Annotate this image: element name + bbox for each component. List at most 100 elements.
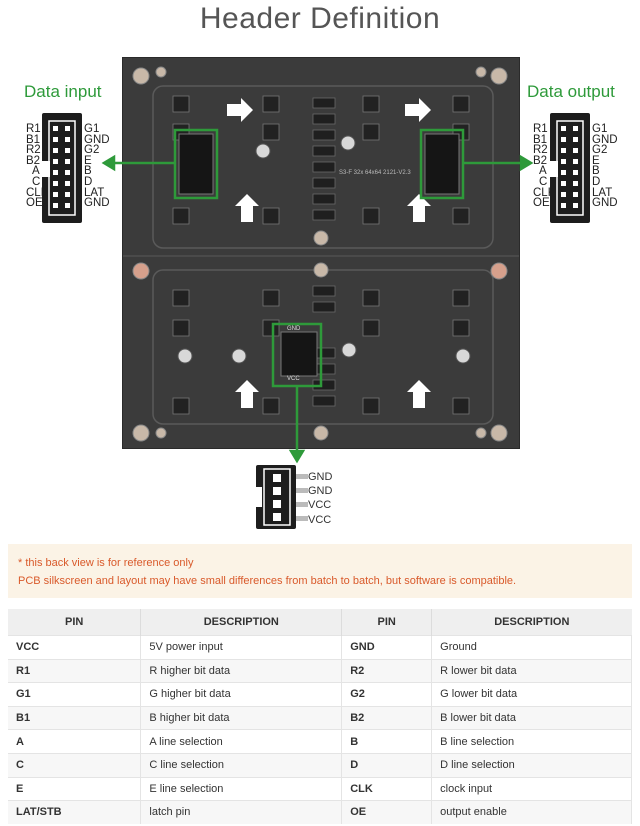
pin-label: E	[592, 154, 600, 167]
pin-cell: R2	[341, 658, 433, 683]
table-row: E E line selection CLK clock input	[8, 776, 632, 801]
column-header: DESCRIPTION	[140, 609, 343, 636]
table-row: B1 B higher bit data B2 B lower bit data	[8, 705, 632, 730]
pin-label: E	[84, 154, 92, 167]
table-row: A A line selection B B line selection	[8, 729, 632, 754]
pin-label: LAT	[592, 186, 613, 199]
data-input-label: Data input	[24, 82, 102, 101]
column-header: PIN	[8, 609, 142, 636]
board-power-label-top: GND	[287, 326, 301, 332]
pin-label: GND	[592, 197, 618, 210]
connector-pins-graphic	[42, 120, 76, 216]
data-output-right-pins: G1 GND G2 E B D LAT GND	[592, 123, 618, 210]
power-pin-leads	[296, 474, 308, 521]
table-header-row: PIN DESCRIPTION PIN DESCRIPTION	[8, 609, 632, 636]
power-pin-label: VCC	[308, 499, 332, 511]
table-row: R1 R higher bit data R2 R lower bit data	[8, 658, 632, 683]
pin-label: B2	[26, 154, 41, 167]
column-header: PIN	[341, 609, 433, 636]
pin-label: CLK	[26, 186, 49, 199]
pin-cell: VCC	[8, 635, 142, 660]
pin-label: R1	[26, 123, 41, 135]
pin-label: D	[592, 175, 601, 188]
power-connector-graphic	[256, 468, 291, 526]
pin-label: A	[32, 165, 40, 178]
pin-cell: A	[8, 729, 142, 754]
description-cell: 5V power input	[140, 635, 343, 660]
pin-label: GND	[84, 133, 110, 146]
pin-cell: LAT/STB	[8, 800, 142, 824]
pcb-silkscreen: S3-F 32x 64x64 2121-V2.3	[339, 170, 411, 176]
column-header: DESCRIPTION	[431, 609, 632, 636]
pin-cell: OE	[341, 800, 433, 824]
pin-label: R1	[533, 123, 548, 135]
power-connector	[256, 465, 296, 529]
data-output-left-pins: R1 B1 R2 B2 A C CLK OE	[533, 123, 556, 210]
pin-label: G2	[84, 144, 100, 157]
pin-label: GND	[592, 133, 618, 146]
power-pin-label: VCC	[308, 514, 332, 526]
pin-label: C	[539, 175, 548, 188]
pin-cell: D	[341, 752, 433, 778]
description-cell: B lower bit data	[431, 705, 632, 730]
description-cell: C line selection	[140, 752, 343, 778]
power-pin-label: GND	[308, 471, 333, 483]
pin-label: R2	[26, 144, 41, 157]
description-cell: G lower bit data	[431, 682, 632, 707]
description-cell: latch pin	[140, 800, 343, 824]
pin-cell: GND	[341, 635, 433, 660]
page-title: Header Definition	[199, 2, 441, 35]
table-row: G1 G higher bit data G2 G lower bit data	[8, 682, 632, 707]
pin-label: C	[32, 175, 41, 188]
description-cell: R lower bit data	[431, 658, 632, 683]
pin-label: R2	[533, 144, 548, 157]
pin-label: G1	[84, 123, 100, 135]
pin-cell: B1	[8, 705, 142, 730]
pin-cell: G1	[8, 682, 142, 707]
pcb-artwork	[123, 66, 519, 442]
pin-label: LAT	[84, 186, 105, 199]
pin-label: A	[539, 165, 547, 178]
pin-label: B1	[26, 133, 41, 146]
table-row: C C line selection D D line selection	[8, 752, 632, 778]
data-output-connector	[550, 113, 590, 223]
description-cell: B line selection	[431, 729, 632, 754]
led-panel-pcb: S3-F 32x 64x64 2121-V2.3 GND VCC	[122, 57, 520, 449]
description-cell: B higher bit data	[140, 705, 343, 730]
pin-label: GND	[84, 197, 110, 210]
data-input-connector	[42, 113, 82, 223]
pin-label: B2	[533, 154, 548, 167]
pin-label: CLK	[533, 186, 556, 199]
note-line-1: * this back view is for reference only	[18, 557, 194, 569]
pin-cell: B	[341, 729, 433, 754]
description-cell: A line selection	[140, 729, 343, 754]
description-cell: E line selection	[140, 776, 343, 801]
connector-pins-graphic	[550, 120, 584, 216]
pin-label: OE	[26, 197, 43, 210]
power-pin-label: GND	[308, 485, 333, 497]
data-input-right-pins: G1 GND G2 E B D LAT GND	[84, 123, 110, 210]
note-line-2: PCB silkscreen and layout may have small…	[18, 575, 517, 587]
data-output-label: Data output	[527, 82, 615, 101]
description-cell: R higher bit data	[140, 658, 343, 683]
description-cell: D line selection	[431, 752, 632, 778]
pin-cell: C	[8, 752, 142, 778]
table-row: VCC 5V power input GND Ground	[8, 635, 632, 660]
pin-cell: CLK	[341, 776, 433, 801]
pin-label: B	[84, 165, 92, 178]
pin-label: D	[84, 175, 93, 188]
description-cell: output enable	[431, 800, 632, 824]
data-input-left-pins: R1 B1 R2 B2 A C CLK OE	[26, 123, 49, 210]
pin-cell: R1	[8, 658, 142, 683]
reference-note: * this back view is for reference only P…	[8, 544, 632, 598]
pin-label: G2	[592, 144, 608, 157]
pin-label: B1	[533, 133, 548, 146]
description-cell: Ground	[431, 635, 632, 660]
description-cell: clock input	[431, 776, 632, 801]
pin-cell: B2	[341, 705, 433, 730]
pin-label: B	[592, 165, 600, 178]
pin-label: G1	[592, 123, 608, 135]
pin-cell: G2	[341, 682, 433, 707]
pin-label: OE	[533, 197, 550, 210]
pin-cell: E	[8, 776, 142, 801]
